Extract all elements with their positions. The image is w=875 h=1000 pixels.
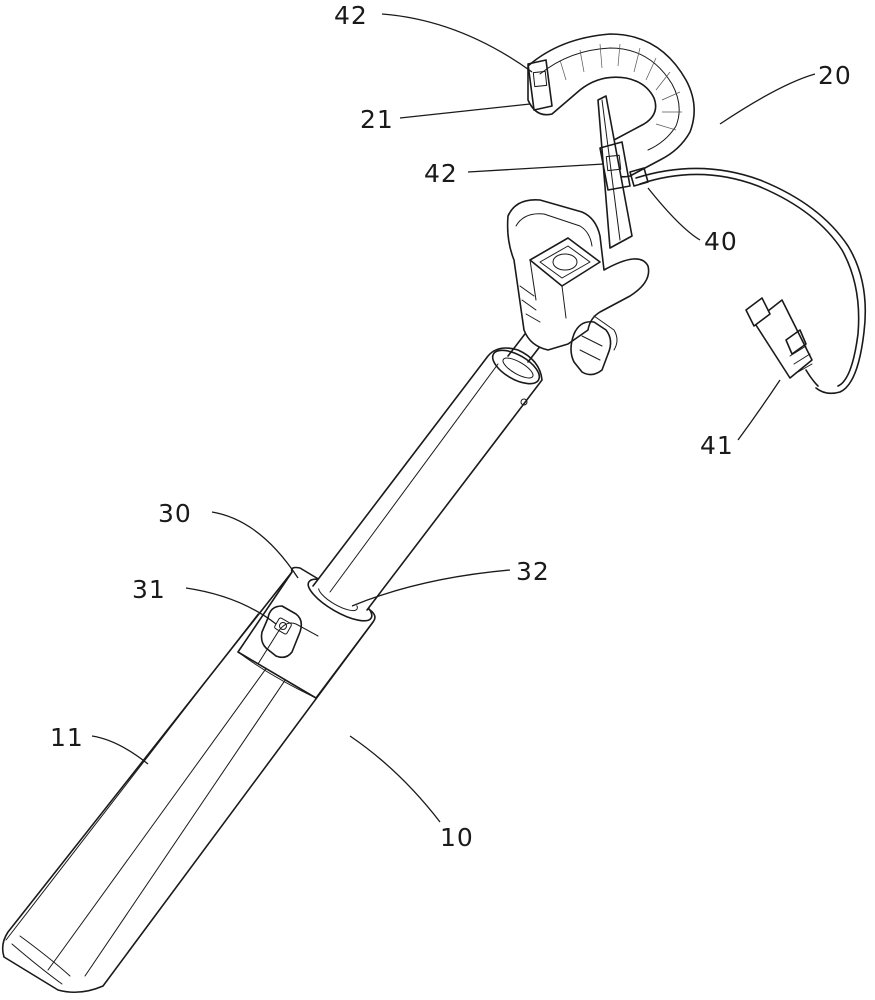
ref-41: 41	[700, 431, 734, 460]
ref-42-mid: 42	[424, 159, 458, 188]
ref-20: 20	[818, 61, 852, 90]
ref-11: 11	[50, 723, 84, 752]
ref-32: 32	[516, 557, 550, 586]
ref-42-top: 42	[334, 1, 368, 30]
telescopic-rod	[313, 330, 548, 610]
ref-10: 10	[440, 823, 474, 852]
ref-31: 31	[132, 575, 166, 604]
usb-connector	[746, 298, 818, 386]
cable-assembly	[630, 168, 865, 393]
ref-40: 40	[704, 227, 738, 256]
phone-clamp	[508, 34, 695, 375]
ref-30: 30	[158, 499, 192, 528]
ref-21: 21	[360, 105, 394, 134]
